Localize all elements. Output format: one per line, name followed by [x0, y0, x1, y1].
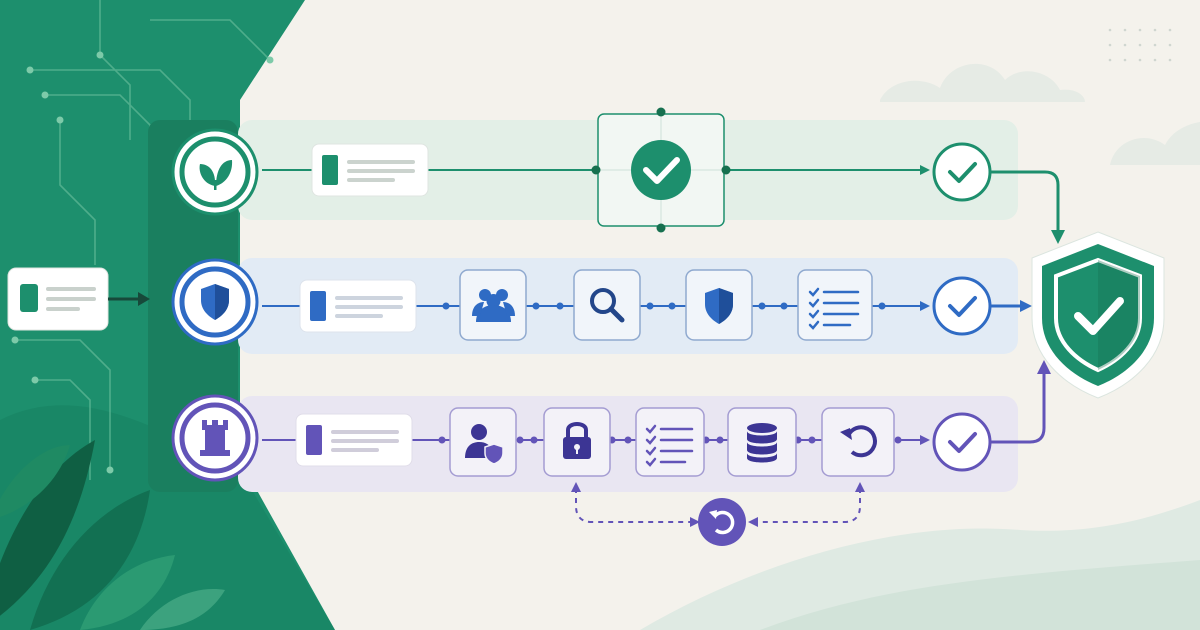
- step-shield: [685, 269, 753, 341]
- document-icon: [20, 284, 38, 312]
- result-check-green: [932, 142, 992, 202]
- step-people: [459, 269, 527, 341]
- user-shield-icon: [465, 424, 504, 465]
- input-card: [7, 267, 109, 331]
- castle-tower-icon: [200, 420, 230, 456]
- input-arrow: [108, 292, 150, 306]
- leaves-decor: [0, 440, 225, 630]
- lane-purple: [171, 360, 1051, 546]
- cloud-top-right: [880, 63, 1085, 102]
- approval-box: [591, 107, 731, 233]
- leaf-icon: [199, 160, 233, 190]
- step-lock: [543, 407, 611, 477]
- connector-purple-to-badge: [990, 372, 1046, 444]
- step-checklist: [797, 269, 873, 341]
- cloud-right: [1110, 122, 1200, 165]
- document-card-purple: [295, 413, 413, 467]
- checklist-icon: [808, 287, 860, 330]
- lock-icon: [563, 422, 591, 459]
- checkmark-icon: [948, 162, 977, 183]
- checkmark-icon: [948, 432, 977, 453]
- people-icon: [472, 289, 515, 322]
- loop-connector: [571, 482, 865, 527]
- search-icon: [590, 288, 625, 323]
- hills-bottom-right-front: [760, 560, 1200, 630]
- step-database: [727, 407, 797, 477]
- lane-blue: [171, 258, 1032, 346]
- refresh-icon: [840, 425, 877, 458]
- step-checklist-purple: [635, 407, 705, 477]
- database-icon: [747, 423, 777, 463]
- checkmark-icon: [948, 296, 977, 317]
- checklist-icon: [645, 424, 694, 467]
- step-user-shield: [449, 407, 517, 477]
- result-check-blue: [932, 276, 992, 336]
- lane-green: [171, 107, 1065, 244]
- shield-icon: [705, 288, 733, 324]
- document-card-blue: [299, 279, 417, 333]
- dot-pattern: [1108, 28, 1172, 62]
- result-check-purple: [932, 412, 992, 472]
- document-card-green: [311, 143, 429, 197]
- loop-refresh-badge: [698, 498, 746, 546]
- step-refresh: [821, 407, 895, 477]
- lane-icon-purple: [171, 394, 259, 482]
- step-search: [573, 269, 641, 341]
- shield-checkmark-icon: [1074, 297, 1124, 335]
- checkmark-badge: [631, 140, 691, 200]
- lane-icon-green: [171, 128, 259, 216]
- lane-icon-blue: [171, 258, 259, 346]
- connector-green-to-badge: [990, 170, 1060, 232]
- circuit-dots: [11, 51, 274, 474]
- refresh-icon: [709, 510, 735, 535]
- final-shield-badge: [1031, 231, 1165, 399]
